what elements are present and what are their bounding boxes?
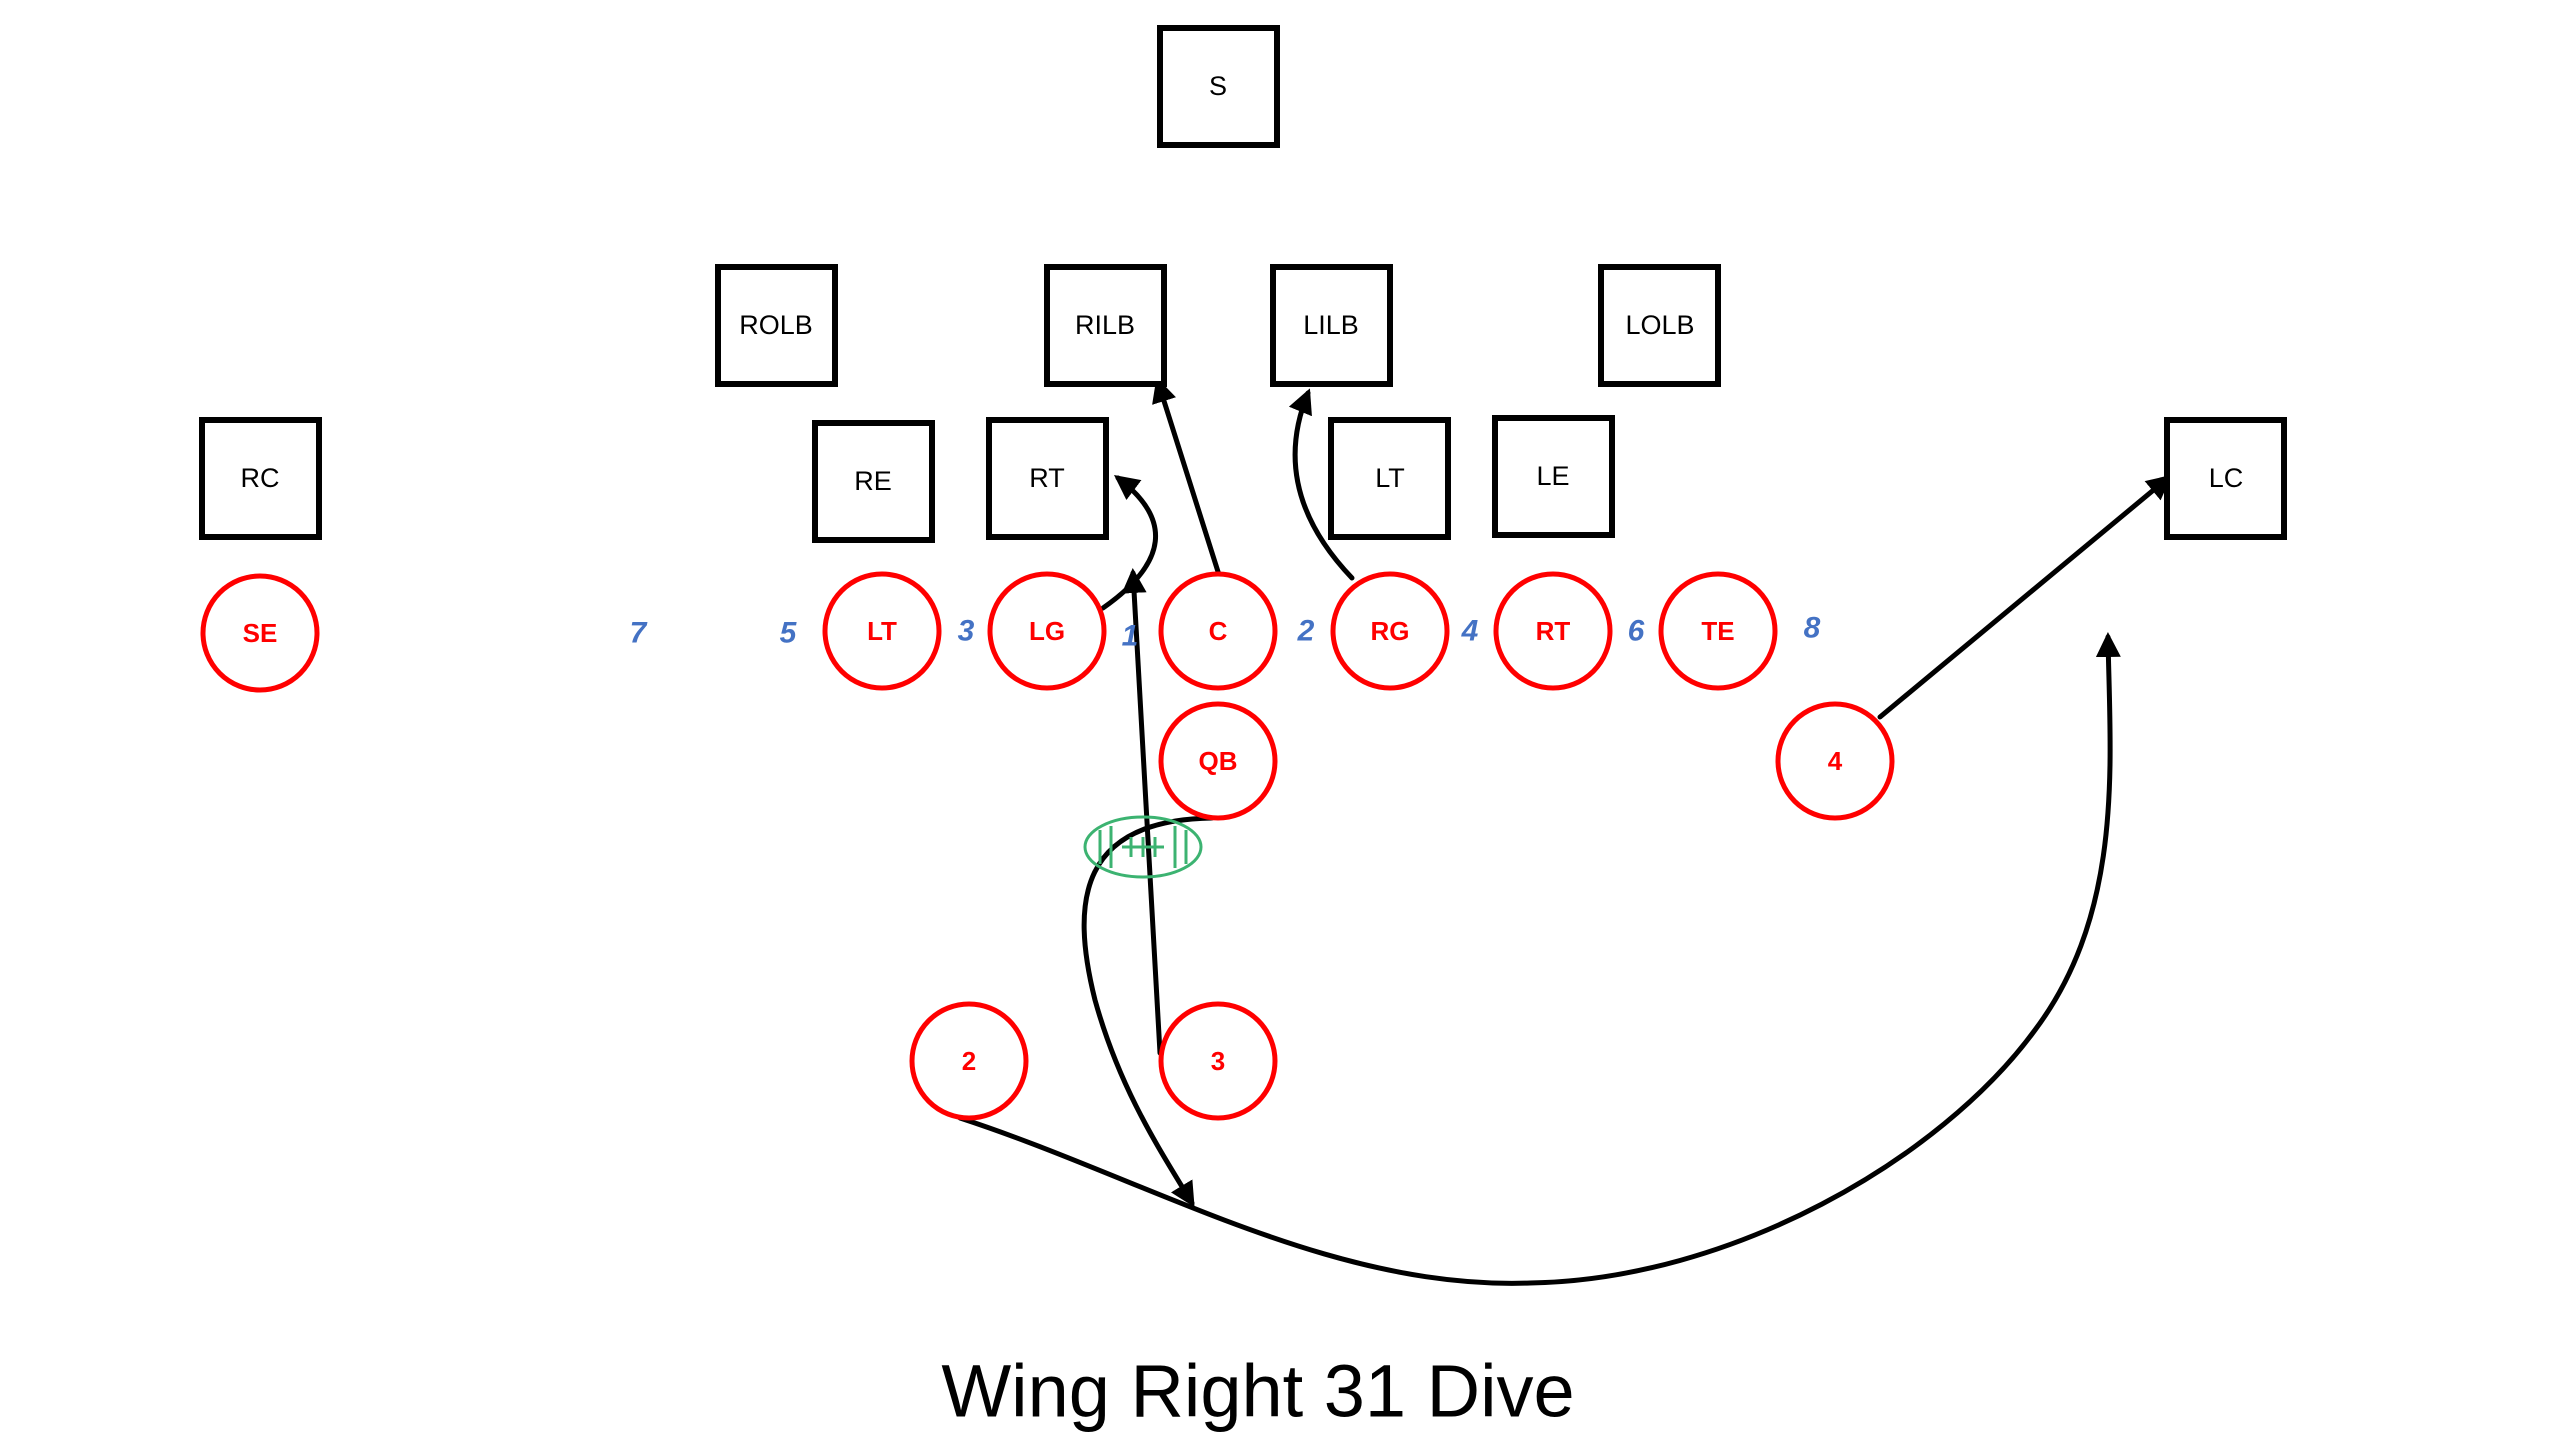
hole-number: 3 — [958, 615, 975, 648]
defender-label: S — [1209, 71, 1227, 101]
player-label: QB — [1199, 746, 1238, 776]
player-back-2: 2 — [909, 1001, 1029, 1121]
defender-lilb: LILB — [1270, 264, 1393, 387]
player-label: LT — [867, 616, 897, 646]
player-rt: RT — [1493, 571, 1613, 691]
player-label: 2 — [962, 1046, 976, 1076]
player-label: RG — [1371, 616, 1410, 646]
defender-rt: RT — [986, 417, 1109, 540]
defender-rc: RC — [199, 417, 322, 540]
defender-label: LILB — [1303, 310, 1359, 340]
player-back-4: 4 — [1775, 701, 1895, 821]
route-back-3-dive — [1121, 568, 1163, 1056]
hole-number: 6 — [1628, 615, 1645, 648]
defender-lolb: LOLB — [1598, 264, 1721, 387]
defender-label: LOLB — [1625, 310, 1694, 340]
defense: S ROLB RILB LILB LOLB RC RE RT — [199, 25, 2287, 543]
defender-lt: LT — [1328, 417, 1451, 540]
defender-label: RILB — [1075, 310, 1135, 340]
defender-rilb: RILB — [1044, 264, 1167, 387]
player-label: C — [1209, 616, 1228, 646]
football-icon — [1083, 815, 1203, 879]
route-c-block — [1152, 377, 1223, 581]
hole-number: 8 — [1804, 612, 1821, 645]
player-lt: LT — [822, 571, 942, 691]
hole-number: 4 — [1461, 615, 1479, 648]
hole-number: 2 — [1297, 615, 1315, 648]
defender-label: LT — [1375, 463, 1405, 493]
routes — [957, 377, 2172, 1286]
defender-label: RC — [241, 463, 280, 493]
defender-label: RT — [1029, 463, 1065, 493]
route-lg-block — [1100, 474, 1158, 611]
player-label: 3 — [1211, 1046, 1225, 1076]
player-label: SE — [243, 618, 278, 648]
player-label: LG — [1029, 616, 1065, 646]
defender-re: RE — [812, 420, 935, 543]
player-c: C — [1158, 571, 1278, 691]
player-rg: RG — [1330, 571, 1450, 691]
player-label: RT — [1536, 616, 1571, 646]
player-back-3: 3 — [1158, 1001, 1278, 1121]
route-qb-fake — [1081, 815, 1215, 1208]
hole-number: 7 — [630, 617, 648, 650]
defender-rolb: ROLB — [715, 264, 838, 387]
offense: SE LT LG C RG RT TE QB — [200, 571, 1895, 1121]
defender-le: LE — [1492, 415, 1615, 538]
defender-label: ROLB — [739, 310, 813, 340]
defender-label: LC — [2209, 463, 2244, 493]
play-title: Wing Right 31 Dive — [941, 1350, 1574, 1433]
hole-number: 1 — [1122, 620, 1139, 653]
defender-s: S — [1157, 25, 1280, 148]
player-label: TE — [1701, 616, 1734, 646]
route-rg-block — [1288, 388, 1355, 581]
hole-number: 5 — [780, 617, 798, 650]
defender-label: RE — [854, 466, 892, 496]
route-back-2-sweep — [957, 632, 2121, 1286]
player-te: TE — [1658, 571, 1778, 691]
hole-numbers: 7 5 3 1 2 4 6 8 — [630, 612, 1821, 653]
player-lg: LG — [987, 571, 1107, 691]
defender-label: LE — [1536, 461, 1569, 491]
defender-lc: LC — [2164, 417, 2287, 540]
player-qb: QB — [1158, 701, 1278, 821]
route-back-4 — [1877, 474, 2172, 720]
player-se: SE — [200, 573, 320, 693]
player-label: 4 — [1828, 746, 1843, 776]
